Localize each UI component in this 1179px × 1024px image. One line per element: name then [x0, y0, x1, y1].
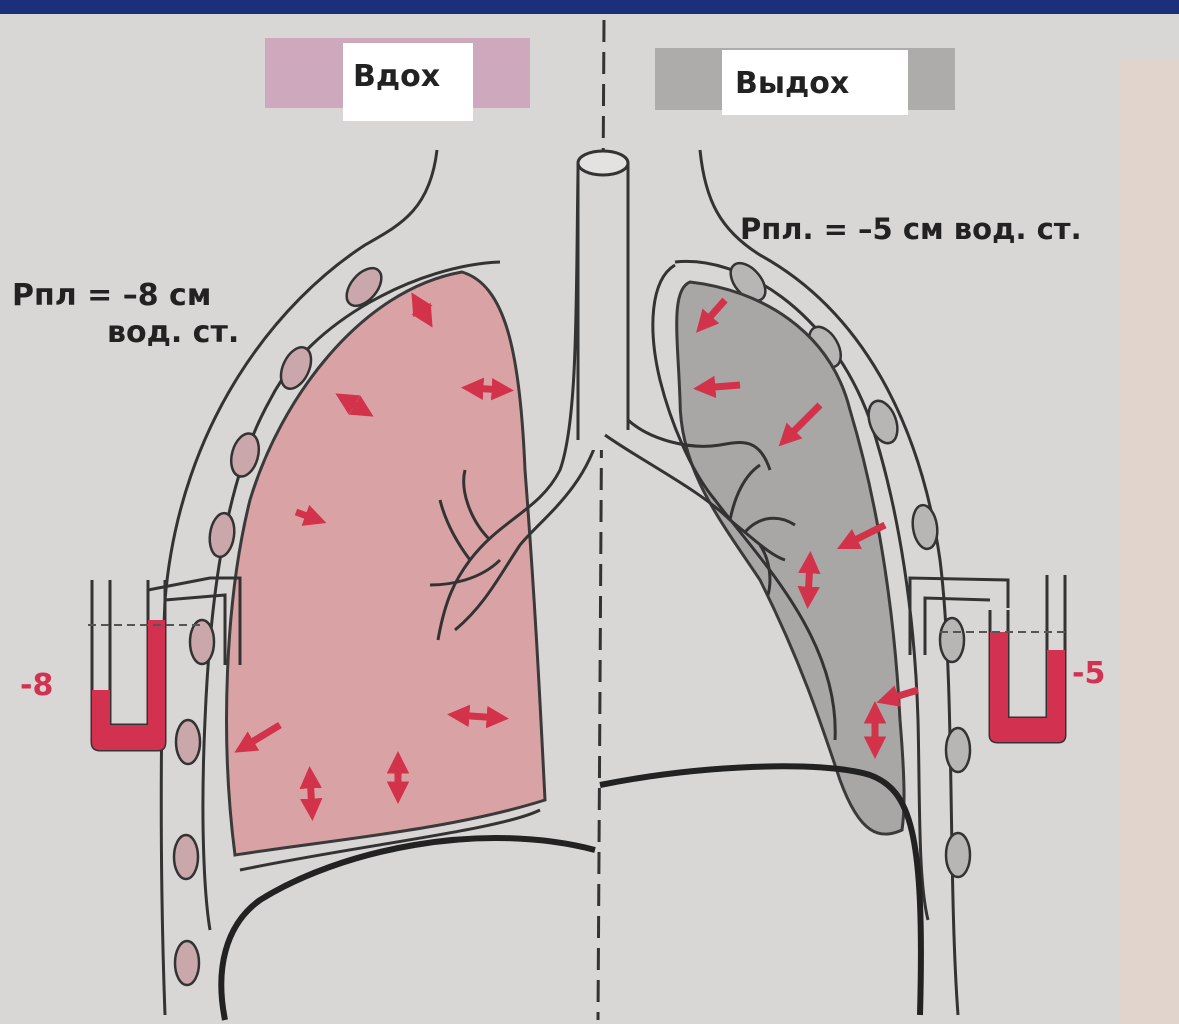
inhale-manometer-reading: -8	[20, 668, 53, 703]
inhale-pressure-label: Рпл = –8 см	[12, 278, 211, 313]
arrow-icon	[310, 775, 312, 812]
exhale-manometer-reading: -5	[1072, 656, 1105, 691]
arrow-icon	[470, 388, 505, 390]
exhale-title: Выдох	[735, 66, 849, 101]
arrow-icon	[702, 385, 740, 388]
trachea	[578, 151, 628, 450]
exhale-pressure-label: Рпл. = –5 см вод. ст.	[740, 212, 1082, 246]
header-band	[0, 0, 1179, 14]
arrow-icon	[808, 560, 810, 600]
inhale-pressure-unit: вод. ст.	[107, 315, 239, 350]
inhale-title: Вдох	[353, 59, 440, 94]
background-tint	[1120, 60, 1179, 1024]
arrow-icon	[456, 715, 500, 718]
